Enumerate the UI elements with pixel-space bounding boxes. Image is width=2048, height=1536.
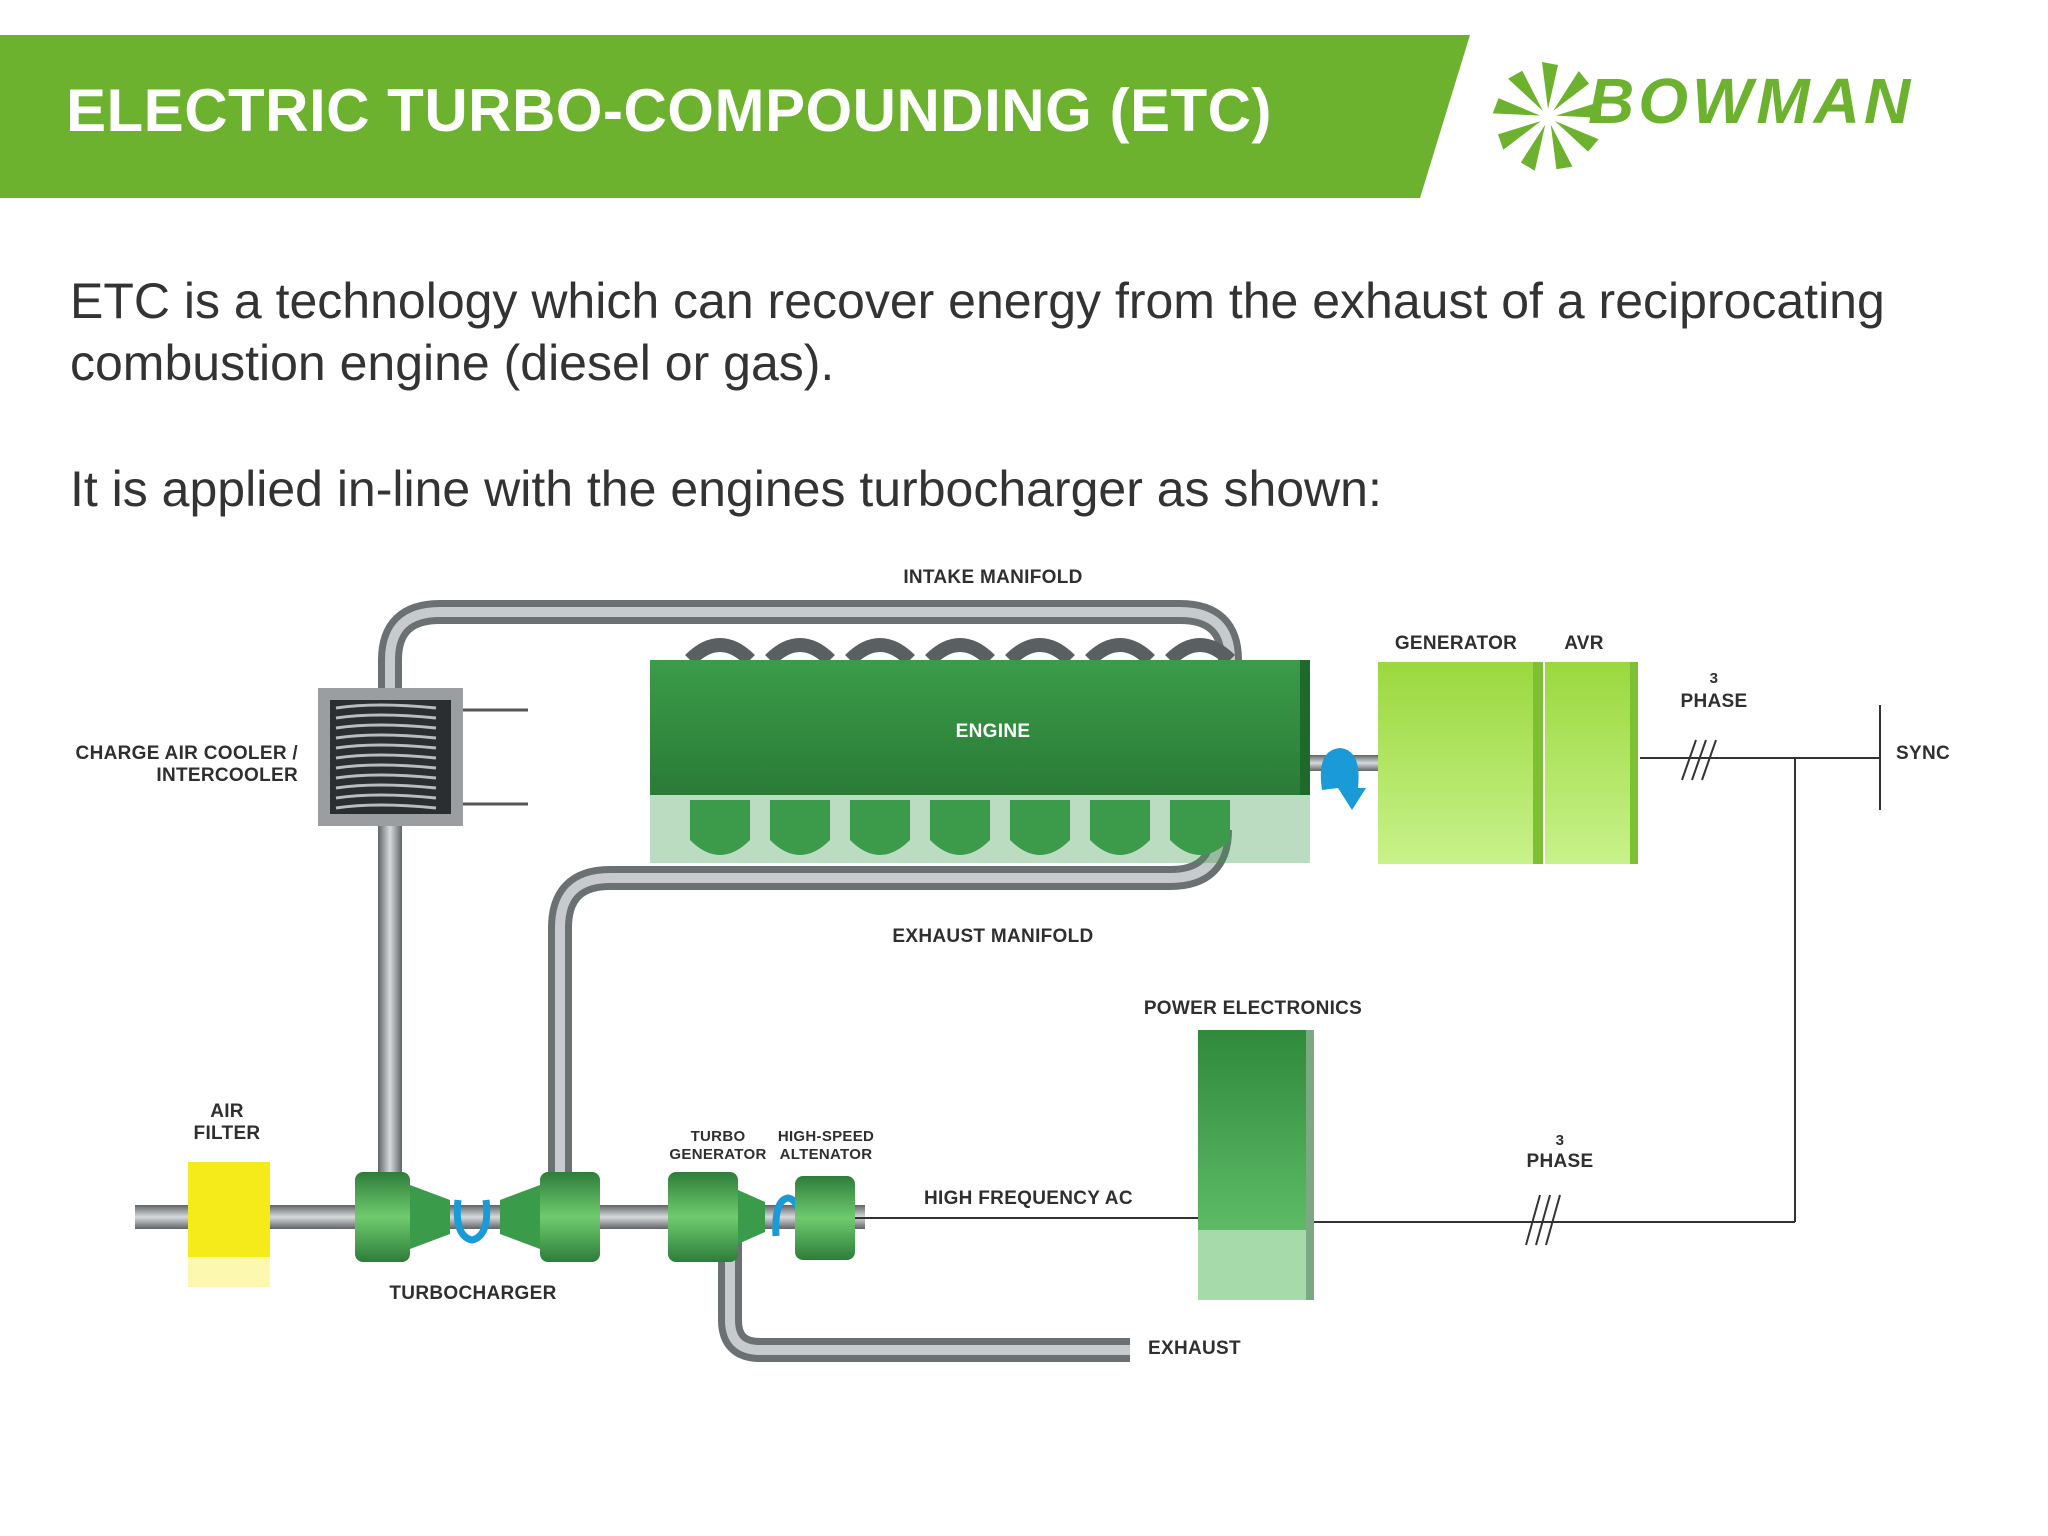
wiring-top (1640, 705, 1881, 1222)
bowman-logo: BOWMAN (1488, 52, 2028, 182)
label-generator: GENERATOR (1394, 633, 1518, 654)
power-electronics-box (1198, 1030, 1306, 1230)
generator-box (1378, 662, 1533, 864)
engine-block (650, 660, 1300, 795)
diagram-graphics (135, 600, 1881, 1362)
label-exhaust: EXHAUST (1148, 1338, 1241, 1359)
label-three-phase-top-num: 3 (1709, 670, 1719, 687)
label-three-phase-bottom-num: 3 (1555, 1132, 1565, 1149)
label-intake-manifold: INTAKE MANIFOLD (903, 567, 1083, 588)
air-filter (188, 1162, 270, 1257)
wiring-bottom (855, 1194, 1795, 1246)
cooler-down-pipe (378, 820, 402, 1180)
label-turbo-generator-1: TURBO (690, 1128, 746, 1145)
label-sync: SYNC (1896, 743, 1950, 764)
etc-diagram: INTAKE MANIFOLD ENGINE GENERATOR AVR 3 P… (0, 540, 2048, 1440)
label-turbo-generator-2: GENERATOR (669, 1146, 767, 1163)
label-high-frequency-ac: HIGH FREQUENCY AC (924, 1188, 1133, 1209)
label-power-electronics: POWER ELECTRONICS (1143, 998, 1363, 1019)
label-three-phase-top: PHASE (1680, 691, 1748, 712)
header-band (0, 35, 1470, 198)
label-avr: AVR (1564, 633, 1604, 654)
label-charge-air-cooler-2: INTERCOOLER (156, 765, 298, 786)
charge-air-cooler (318, 688, 528, 826)
label-high-speed-altenator-2: ALTENATOR (779, 1146, 873, 1163)
exhaust-outlet-pipe (718, 1240, 1130, 1362)
intake-runners (685, 638, 1235, 666)
rotation-arrow-icon (1320, 748, 1366, 810)
bowman-fan-icon (1492, 62, 1602, 171)
turbocharger (355, 1172, 600, 1262)
exhaust-runners (690, 800, 1230, 855)
label-air-filter-1: AIR (210, 1101, 244, 1122)
logo-text: BOWMAN (1588, 65, 1915, 137)
turbo-rotation-arrow-icon (453, 1199, 491, 1244)
page-title: ELECTRIC TURBO-COMPOUNDING (ETC) (66, 77, 1272, 144)
avr-box (1545, 662, 1630, 864)
label-exhaust-manifold: EXHAUST MANIFOLD (892, 926, 1094, 947)
turbo-generator-assembly (668, 1172, 855, 1262)
label-high-speed-altenator-1: HIGH-SPEED (777, 1128, 875, 1145)
intro-paragraph-2: It is applied in-line with the engines t… (70, 461, 1382, 517)
label-engine: ENGINE (955, 721, 1031, 742)
label-charge-air-cooler-1: CHARGE AIR COOLER / (75, 743, 298, 764)
label-three-phase-bottom: PHASE (1526, 1151, 1594, 1172)
intro-paragraph-1: ETC is a technology which can recover en… (70, 273, 1885, 391)
label-air-filter-2: FILTER (193, 1123, 261, 1144)
label-turbocharger: TURBOCHARGER (389, 1283, 557, 1304)
